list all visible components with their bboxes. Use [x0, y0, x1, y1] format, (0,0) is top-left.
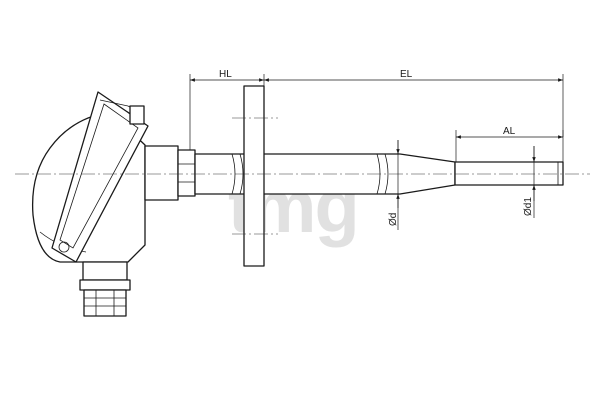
dimension-d1: Ød1 [523, 146, 536, 218]
dimension-hl-label: HL [219, 69, 232, 80]
lid-hinge [129, 105, 145, 125]
dimension-al: AL [455, 126, 564, 162]
lid-screw [58, 241, 70, 253]
tube-tip [454, 161, 564, 186]
dimension-d-label: Ød [388, 213, 399, 226]
dimension-d: Ød [388, 140, 400, 230]
dimension-d1-label: Ød1 [523, 197, 534, 216]
head-neck [144, 145, 179, 201]
connection-head [31, 91, 196, 263]
dimension-al-label: AL [503, 126, 516, 137]
cable-gland [79, 261, 131, 317]
hex-nut [177, 149, 196, 197]
flange [232, 85, 278, 267]
dimension-el: EL [264, 69, 564, 162]
dimension-el-label: EL [400, 69, 413, 80]
